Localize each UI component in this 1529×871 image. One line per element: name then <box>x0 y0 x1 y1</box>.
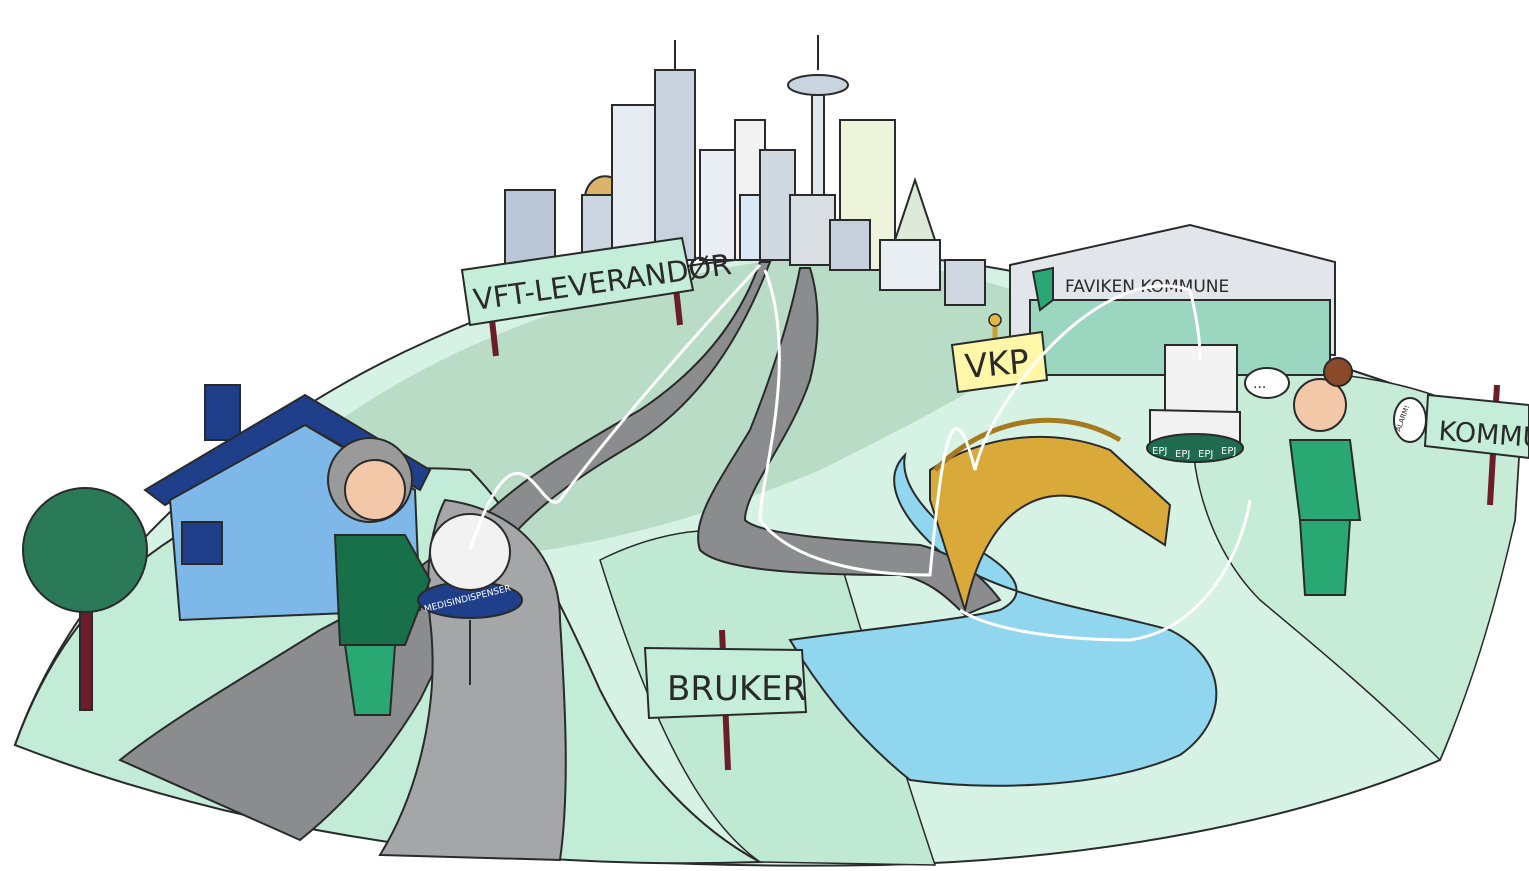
coat-of-arms-icon <box>1031 266 1054 312</box>
epj-label: EPJ <box>1152 446 1167 457</box>
skyscraper <box>829 219 871 271</box>
speech-text: ... <box>1253 376 1266 392</box>
sign-bruker: BRUKER <box>643 629 808 771</box>
bridge-deck <box>929 435 1172 614</box>
user-cardigan <box>333 534 432 646</box>
nurse-face <box>1293 378 1347 432</box>
epj-label: EPJ <box>1198 449 1213 460</box>
epj-stand <box>1146 433 1244 463</box>
alarm-speech-bubble: ALARM! <box>1393 397 1427 443</box>
connection-lines <box>468 263 1252 642</box>
skyscraper <box>789 194 836 266</box>
skyscraper <box>879 239 941 291</box>
elderly-user <box>327 437 432 716</box>
user-trousers <box>343 644 397 716</box>
nurse-hair-bun <box>1323 357 1353 387</box>
tree <box>22 487 148 711</box>
sign-kommune: KOMMU <box>1423 384 1529 506</box>
epj-label: EPJ <box>1221 446 1236 457</box>
medicine-dispenser: MEDISINDISPENSER <box>417 513 523 685</box>
skyscraper <box>944 259 986 306</box>
right-hill <box>1191 371 1521 762</box>
nurse-scrubs-top <box>1288 439 1362 521</box>
house-window <box>181 521 223 565</box>
sign-bruker-label: BRUKER <box>667 669 806 709</box>
connection-line <box>758 269 1202 577</box>
bridge <box>929 417 1172 614</box>
river <box>788 451 1218 787</box>
nurse <box>1288 357 1362 596</box>
skyscraper <box>654 69 696 261</box>
sign-vkp-label: VKP <box>963 342 1030 386</box>
user-face <box>344 459 406 521</box>
connection-line <box>959 499 1252 642</box>
epj-label: EPJ <box>1175 449 1190 460</box>
sign-kommune-label: KOMMU <box>1438 416 1529 454</box>
skyscraper <box>699 149 741 261</box>
chimney <box>204 384 241 441</box>
nurse-scrubs-trousers <box>1298 519 1352 596</box>
tower-pod <box>787 74 849 96</box>
bridge-rail <box>933 417 1122 472</box>
nurse-speech-bubble: ... <box>1244 367 1290 399</box>
connection-line <box>468 263 762 551</box>
pyramid-roof <box>893 176 937 241</box>
skyscraper <box>504 189 556 266</box>
